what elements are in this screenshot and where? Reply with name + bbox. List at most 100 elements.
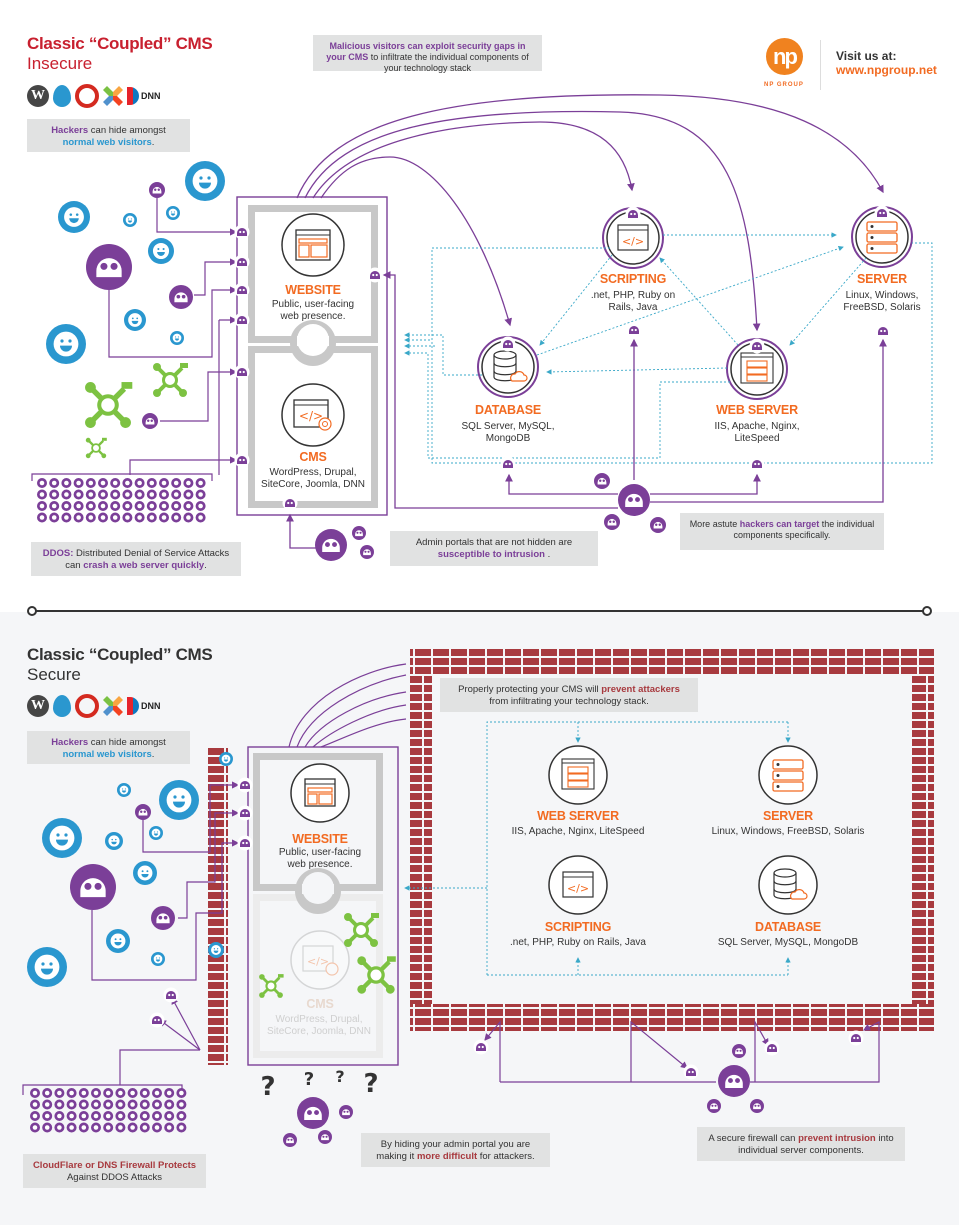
ddos-bot-icon: [171, 489, 182, 500]
svg-text:</>: </>: [307, 955, 329, 968]
website-link[interactable]: www.npgroup.net: [836, 63, 937, 77]
secure-database-desc: SQL Server, MySQL, MongoDB: [717, 937, 859, 948]
ddos-bot-icon: [195, 489, 206, 500]
ddos-bot-icon: [164, 1111, 175, 1121]
visitor-smiley-icon: [58, 201, 90, 233]
np-group-logo[interactable]: np: [766, 38, 803, 75]
ddos-bot-icon: [139, 1122, 150, 1133]
insecure-scripting-title: SCRIPTING: [599, 272, 667, 286]
ddos-bot-icon: [164, 1088, 175, 1098]
skull-marker-icon: [367, 267, 383, 283]
visitor-smiley-icon: [208, 942, 224, 958]
hacker-skull-icon: [151, 906, 175, 930]
insecure-subtitle: Insecure: [27, 54, 93, 73]
ddos-bot-icon: [85, 501, 96, 511]
joomla-icon: [103, 696, 123, 716]
ddos-bot-icon: [61, 501, 72, 511]
insecure-server-desc: Linux, Windows, FreeBSD, Solaris: [843, 290, 921, 313]
visitor-smiley-icon: [117, 783, 131, 797]
ddos-bot-icon: [66, 1099, 77, 1110]
ddos-bot-icon: [85, 478, 96, 488]
hacker-large-skull-icon: [315, 529, 347, 561]
sitecore-icon: [75, 694, 99, 718]
hacker-skull-icon: [707, 1099, 721, 1113]
ddos-bot-icon: [110, 478, 121, 488]
hacker-skull-icon: [318, 1130, 332, 1144]
wordpress-icon: W: [27, 85, 49, 107]
secure-webserver-icon: [548, 745, 608, 805]
ddos-bot-icon: [134, 478, 145, 488]
visitor-smiley-icon: [148, 238, 174, 264]
ddos-bot-icon: [134, 501, 145, 511]
ddos-bot-icon: [127, 1088, 138, 1098]
skull-marker-icon: [626, 322, 642, 338]
secure-title: Classic “Coupled” CMS: [27, 645, 213, 664]
insecure-exploit-callout: Malicious visitors can exploit security …: [313, 35, 542, 73]
ddos-bot-icon: [61, 489, 72, 500]
ddos-bot-icon: [98, 512, 108, 523]
visitor-smiley-icon: [151, 952, 165, 966]
ddos-bot-icon: [183, 501, 194, 511]
insecure-database-desc: SQL Server, MySQL, MongoDB: [461, 421, 555, 444]
ddos-bot-icon: [152, 1088, 162, 1098]
ddos-bot-icon: [122, 489, 133, 500]
ddos-bot-icon: [30, 1122, 40, 1133]
svg-text:</>: </>: [567, 882, 589, 895]
blocked-attack-curves: [288, 663, 407, 748]
hacker-skull-icon: [149, 182, 165, 198]
insecure-scripting-desc: .net, PHP, Ruby on Rails, Java: [590, 290, 676, 313]
ddos-bot-icon: [85, 489, 96, 500]
secure-cms-desc: WordPress, Drupal, SiteCore, Joomla, DNN: [267, 1014, 371, 1037]
ddos-bot-icon: [78, 1088, 89, 1098]
skull-marker-icon: [500, 456, 516, 472]
secure-subtitle: Secure: [27, 665, 81, 684]
visitor-smiley-icon: [133, 861, 157, 885]
ddos-bot-icon: [134, 512, 145, 523]
secure-database-icon: [758, 855, 818, 915]
ddos-bot-icon: [73, 489, 84, 500]
hiding-admin-callout: By hiding your admin portal you are maki…: [361, 1133, 550, 1167]
ddos-bot-icon: [66, 1088, 77, 1098]
ddos-bot-icon: [49, 489, 60, 500]
ddos-bot-icon: [195, 478, 206, 488]
ddos-bot-icon: [37, 489, 47, 500]
ddos-bot-icon: [54, 1099, 65, 1110]
visitor-smiley-icon: [166, 206, 180, 220]
ddos-bot-icon: [37, 501, 47, 511]
brand-divider: [820, 40, 821, 90]
skull-marker-icon: [149, 1012, 165, 1028]
joomla-icon: [103, 86, 123, 106]
secure-cms-logos-row: W DNN: [27, 694, 161, 718]
hacker-skull-icon: [604, 514, 620, 530]
ddos-bot-icon: [115, 1099, 126, 1110]
ddos-bot-icon: [85, 512, 96, 523]
ddos-bot-icon: [127, 1111, 138, 1121]
ddos-bot-icon: [134, 489, 145, 500]
visitor-smiley-icon: [46, 324, 86, 364]
skull-marker-icon: [237, 835, 253, 851]
ddos-bot-icon: [122, 501, 133, 511]
ddos-bot-icon: [183, 512, 194, 523]
ddos-bot-icon: [110, 489, 121, 500]
insecure-title: Classic “Coupled” CMS: [27, 34, 213, 53]
ddos-bot-icon: [78, 1111, 89, 1121]
protect-cms-callout: Properly protecting your CMS will preven…: [440, 678, 698, 712]
ddos-bot-icon: [127, 1099, 138, 1110]
attack-lines-left: [31, 198, 238, 481]
ddos-bot-icon: [159, 512, 169, 523]
ddos-bot-icon: [91, 1122, 101, 1133]
stack-boundary: [236, 196, 388, 516]
skull-marker-icon: [848, 1030, 864, 1046]
ddos-bot-icon: [54, 1122, 65, 1133]
ddos-bot-icon: [73, 478, 84, 488]
bot-tools-icon: [153, 363, 188, 397]
ddos-bot-icon: [61, 512, 72, 523]
webserver-node-icon: [726, 338, 788, 400]
secure-website-title: WEBSITE: [292, 832, 348, 846]
skull-marker-icon: [473, 1039, 489, 1055]
secure-scripting-desc: .net, PHP, Ruby on Rails, Java: [510, 937, 646, 948]
ddos-bot-icon: [98, 478, 108, 488]
ddos-bot-icon: [139, 1088, 150, 1098]
secure-connectors: [404, 721, 791, 976]
